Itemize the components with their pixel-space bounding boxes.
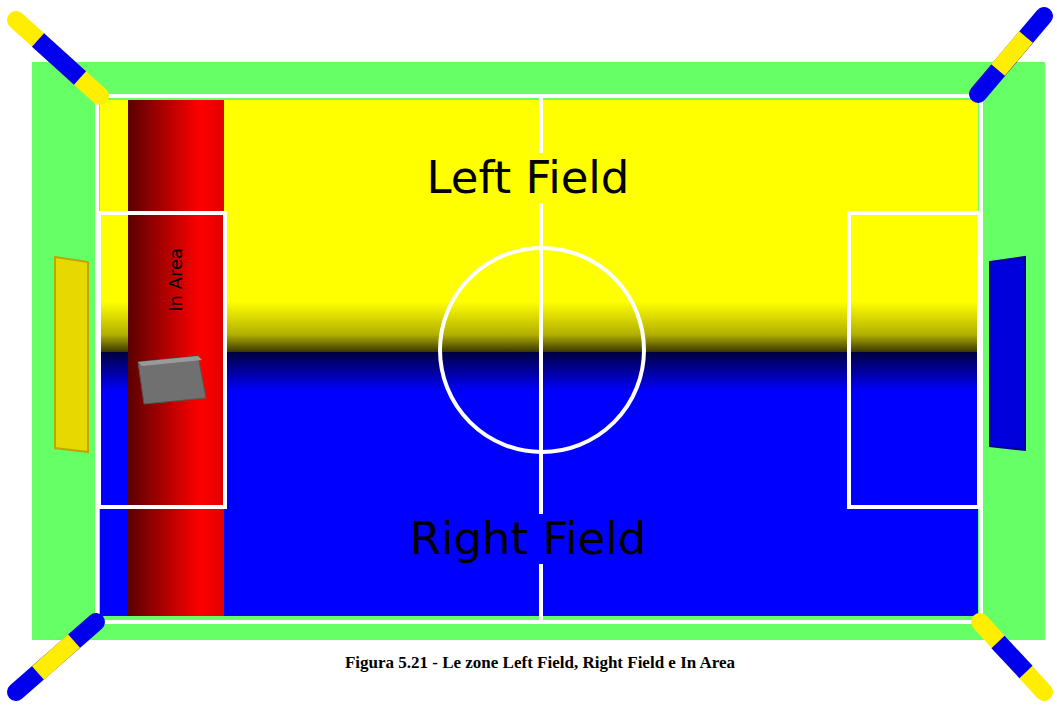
field-lines (97, 96, 981, 622)
zone-band: Right Field (100, 352, 978, 616)
zone-label: Left Field (423, 153, 634, 203)
left-goal (55, 257, 88, 452)
green-border (32, 62, 1045, 640)
corner-posts (16, 16, 1044, 692)
ball-cube (138, 356, 206, 404)
right-goal (990, 257, 1025, 450)
zone-band: Left Field (100, 100, 978, 352)
figure-caption: Figura 5.21 - Le zone Left Field, Right … (345, 653, 735, 673)
zone-label: Right Field (406, 514, 651, 564)
red-band (128, 100, 224, 616)
zone-band: In Area (128, 100, 224, 616)
zone-label: In Area (166, 248, 186, 312)
